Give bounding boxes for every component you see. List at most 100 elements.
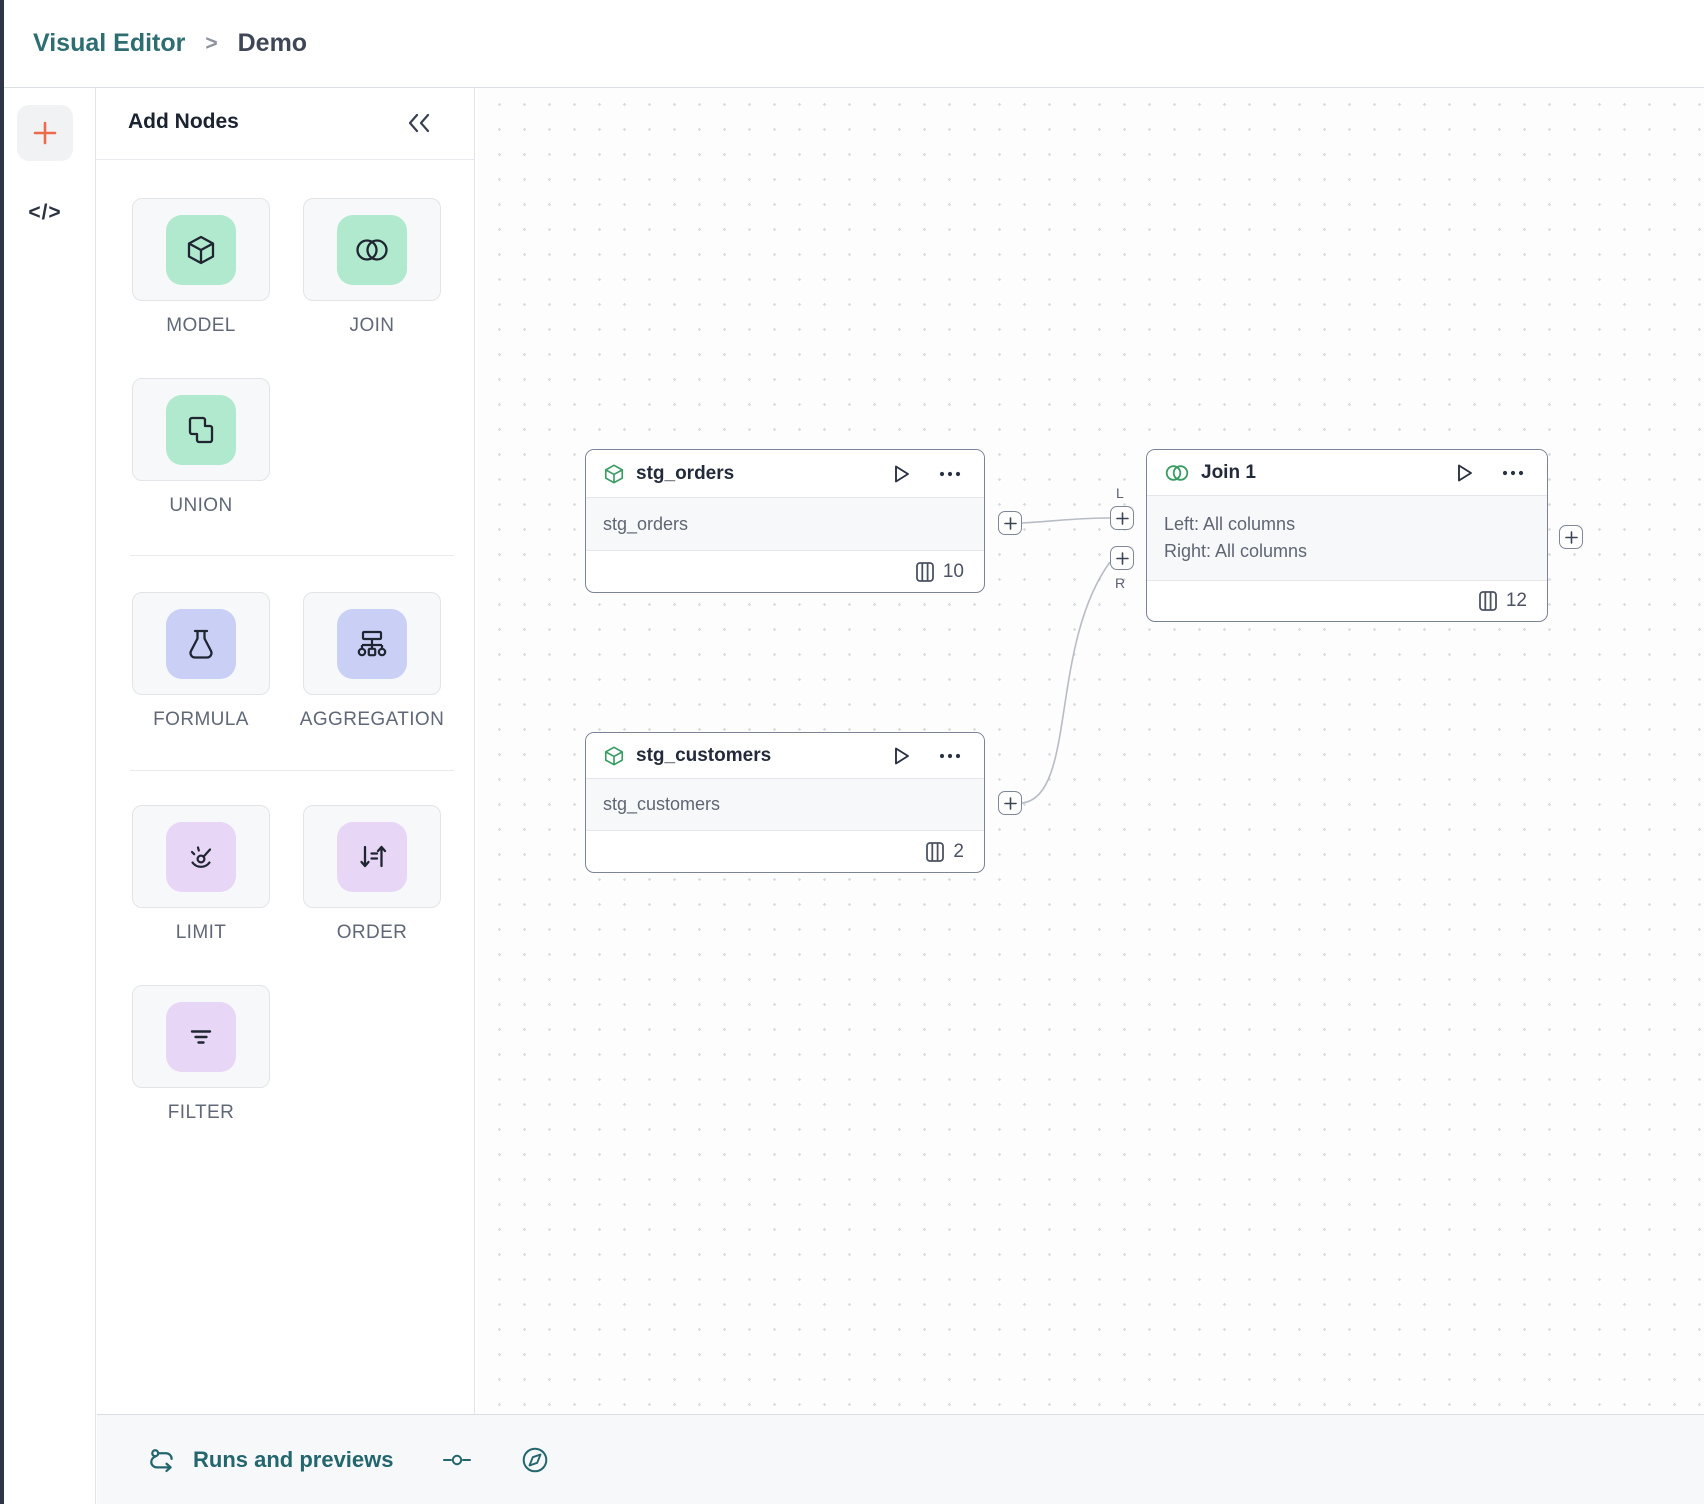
tile-row-3: FORMULA AGGREGATION (132, 592, 444, 730)
node-join-1[interactable]: Join 1 Left: All columns Right: All colu… (1146, 449, 1548, 622)
add-node-filter[interactable]: FILTER (132, 985, 270, 1123)
node-menu-button[interactable] (1501, 469, 1525, 477)
join-label: JOIN (349, 315, 395, 336)
model-label: MODEL (166, 315, 236, 336)
edge-orders-to-join-left (1021, 517, 1111, 524)
join-icon (337, 214, 407, 285)
node-menu-button[interactable] (938, 752, 962, 760)
limit-card[interactable] (132, 805, 270, 908)
ellipsis-icon (939, 471, 961, 476)
flow-canvas[interactable]: stg_orders stg_orders 10 stg_cust (477, 88, 1704, 1414)
columns-icon (1478, 591, 1497, 611)
order-card[interactable] (303, 805, 441, 908)
node-body: Left: All columns Right: All columns (1147, 495, 1547, 581)
compass-icon (522, 1447, 547, 1472)
plus-icon (33, 121, 57, 145)
column-count: 10 (942, 560, 964, 582)
edge-customers-to-join-right (1021, 561, 1111, 804)
bottom-bar: Runs and previews (97, 1414, 1704, 1504)
play-icon (895, 465, 909, 482)
add-node-limit[interactable]: LIMIT (132, 805, 270, 943)
join-circles-icon (1165, 464, 1189, 481)
add-node-order[interactable]: ORDER (303, 805, 441, 943)
filter-label: FILTER (167, 1102, 235, 1123)
node-stg-customers[interactable]: stg_customers stg_customers 2 (585, 732, 985, 873)
handle-stg-orders-output[interactable] (998, 511, 1022, 535)
union-card[interactable] (132, 378, 270, 481)
formula-label: FORMULA (153, 709, 249, 730)
order-label: ORDER (336, 922, 408, 943)
add-button[interactable] (17, 105, 73, 161)
model-cube-icon (604, 463, 624, 484)
filter-card[interactable] (132, 985, 270, 1088)
play-icon (895, 747, 909, 764)
model-ref: stg_customers (603, 794, 721, 814)
columns-icon (915, 561, 934, 582)
node-stg-customers-header: stg_customers (586, 733, 984, 778)
tile-row-2: UNION (132, 378, 270, 516)
aggregation-label: AGGREGATION (299, 709, 445, 730)
run-node-button[interactable] (1452, 461, 1476, 485)
handle-stg-customers-output[interactable] (998, 791, 1022, 815)
limit-icon (166, 821, 236, 892)
model-cube-icon (604, 745, 624, 766)
runs-and-previews-button[interactable]: Runs and previews (148, 1447, 394, 1473)
node-footer: 2 (586, 831, 984, 872)
model-card[interactable] (132, 198, 270, 301)
model-icon (166, 214, 236, 285)
add-node-union[interactable]: UNION (132, 378, 270, 516)
plus-handle-icon (1564, 530, 1578, 544)
node-body: stg_orders (586, 497, 984, 551)
handle-join-right-input[interactable] (1110, 546, 1134, 570)
join-left-input-label: L (1116, 485, 1124, 501)
join-card[interactable] (303, 198, 441, 301)
play-icon (1458, 464, 1472, 481)
model-ref: stg_orders (603, 513, 689, 534)
node-title: stg_orders (636, 462, 735, 484)
column-count: 2 (953, 840, 964, 862)
union-icon (166, 394, 236, 465)
commit-button[interactable] (442, 1450, 472, 1470)
node-title: Join 1 (1201, 461, 1256, 483)
node-menu-button[interactable] (938, 470, 962, 478)
breadcrumb-visual-editor[interactable]: Visual Editor (33, 29, 186, 57)
limit-label: LIMIT (175, 922, 227, 943)
panel-header: Add Nodes (96, 88, 474, 160)
tile-row-1: MODEL JOIN (132, 198, 441, 336)
runs-and-previews-label: Runs and previews (193, 1446, 394, 1472)
tile-row-5: FILTER (132, 985, 270, 1123)
panel-divider (130, 770, 454, 771)
code-view-button[interactable]: </> (28, 201, 62, 224)
panel-title: Add Nodes (128, 110, 239, 133)
ellipsis-icon (1502, 470, 1524, 475)
node-stg-orders[interactable]: stg_orders stg_orders 10 (585, 449, 985, 593)
add-node-formula[interactable]: FORMULA (132, 592, 270, 730)
breadcrumb-separator: > (205, 31, 218, 55)
left-rail: </> (4, 88, 96, 1504)
add-node-aggregation[interactable]: AGGREGATION (300, 592, 444, 730)
git-commit-icon (442, 1454, 471, 1465)
navigate-button[interactable] (520, 1445, 550, 1475)
node-body: stg_customers (586, 778, 984, 831)
order-icon (337, 821, 407, 892)
node-join-header: Join 1 (1147, 450, 1547, 495)
union-label: UNION (169, 495, 233, 516)
collapse-panel-button[interactable] (404, 110, 434, 136)
plus-handle-icon (1003, 516, 1017, 530)
run-node-button[interactable] (889, 744, 913, 768)
join-right-input-label: R (1115, 575, 1126, 591)
formula-card[interactable] (132, 592, 270, 695)
handle-join-left-input[interactable] (1110, 506, 1134, 530)
add-node-join[interactable]: JOIN (303, 198, 441, 336)
add-node-model[interactable]: MODEL (132, 198, 270, 336)
node-stg-orders-header: stg_orders (586, 450, 984, 497)
join-left-config: Left: All columns (1164, 514, 1296, 534)
columns-icon (926, 841, 945, 862)
aggregation-card[interactable] (303, 592, 441, 695)
ellipsis-icon (939, 753, 961, 758)
node-footer: 10 (586, 551, 984, 592)
run-node-button[interactable] (889, 462, 913, 486)
handle-join-output[interactable] (1559, 525, 1583, 549)
double-chevron-left-icon (408, 113, 430, 133)
